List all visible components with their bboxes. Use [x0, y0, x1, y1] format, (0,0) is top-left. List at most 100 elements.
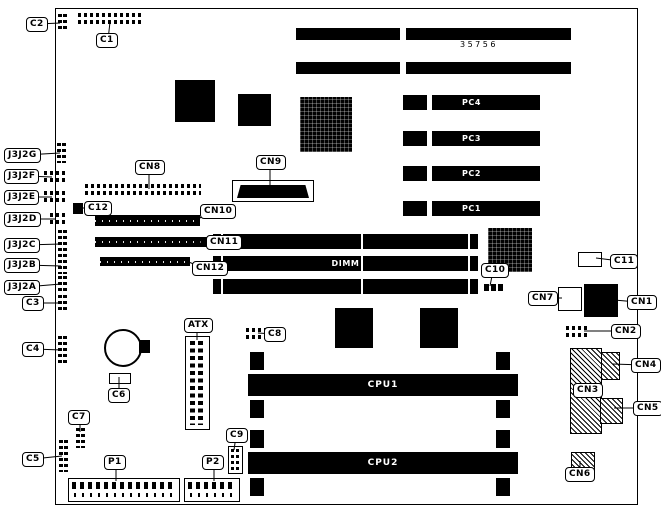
callout-j3j2e: J3J2E [4, 190, 40, 205]
callout-cn5: CN5 [633, 401, 661, 416]
dimm-divider [361, 256, 363, 271]
cn9-connector-body [237, 185, 309, 198]
c11-component [578, 252, 602, 267]
c2-component [58, 14, 67, 32]
c4-component [58, 336, 68, 366]
slot-label-cpu2: CPU2 [367, 457, 399, 468]
cn10-connector [95, 215, 200, 226]
callout-j3j2a: J3J2A [4, 280, 41, 295]
callout-cn2: CN2 [611, 324, 641, 339]
dimm-divider [468, 279, 470, 294]
c9-component [228, 446, 243, 474]
cn2-connector [566, 326, 590, 337]
callout-c1: C1 [96, 33, 118, 48]
slot-label-dimm: DIMM [331, 258, 360, 268]
isa-slot-top-left [296, 28, 400, 40]
slot-key-notch [427, 201, 432, 216]
dimm-divider [221, 279, 223, 294]
callout-c6: C6 [108, 388, 130, 403]
callout-cn8: CN8 [135, 160, 165, 175]
cpu2-bracket [250, 430, 264, 448]
slot-key-notch [427, 166, 432, 181]
callout-c2: C2 [26, 17, 48, 32]
capacitor [491, 284, 496, 291]
callout-cn4: CN4 [631, 358, 661, 373]
slot-label-pc4: PC4 [461, 97, 482, 107]
isa-slot-top-right [406, 28, 571, 40]
pci-slot-pc4: PC4 [403, 95, 540, 110]
callout-cn1: CN1 [627, 295, 657, 310]
callout-p2: P2 [202, 455, 224, 470]
cn5-connector [600, 398, 623, 424]
callout-cn12: CN12 [192, 261, 229, 276]
chip-5 [335, 308, 373, 348]
callout-c5: C5 [22, 452, 44, 467]
cn7-connector [558, 287, 582, 311]
j3j2e-jumper [44, 191, 66, 203]
callout-c3: C3 [22, 296, 44, 311]
callout-cn10: CN10 [200, 204, 237, 219]
dimm-slot-3 [213, 279, 478, 294]
atx-power-connector [185, 336, 210, 430]
cpu1-bracket [250, 400, 264, 418]
callout-c10: C10 [481, 263, 510, 278]
callout-j3j2g: J3J2G [4, 148, 41, 163]
cn1-connector [584, 284, 618, 317]
cpu2-slot: CPU2 [248, 452, 518, 474]
battery-tab [139, 340, 150, 353]
j3j2g-jumper [57, 143, 66, 163]
cn9-connector [232, 180, 314, 202]
dimm-slot-1 [213, 234, 478, 249]
battery [104, 329, 142, 367]
c7-component [76, 428, 85, 448]
callout-j3j2c: J3J2C [4, 238, 40, 253]
chip-6 [420, 308, 458, 348]
callout-cn7: CN7 [528, 291, 558, 306]
cn12-connector [100, 257, 190, 266]
cpu1-slot: CPU1 [248, 374, 518, 396]
dimm-slot-2: DIMM [213, 256, 478, 271]
cn4-connector [601, 352, 620, 380]
callout-cn9: CN9 [256, 155, 286, 170]
cpu2-bracket [496, 430, 510, 448]
c12-component [73, 203, 83, 214]
isa-slot-bottom-right [406, 62, 571, 74]
slot-key-notch [427, 131, 432, 146]
slot-label-pc1: PC1 [461, 203, 482, 213]
slot-label-cpu1: CPU1 [367, 379, 399, 390]
callout-cn3: CN3 [573, 383, 603, 398]
callout-p1: P1 [104, 455, 126, 470]
c3-component [58, 295, 67, 311]
p1-power-connector [68, 478, 180, 502]
dimm-divider [468, 256, 470, 271]
j3j2a-jumper [58, 276, 67, 292]
callout-c4: C4 [22, 342, 44, 357]
chip-2 [238, 94, 271, 126]
capacitor [484, 284, 489, 291]
j3j2b-jumper [58, 260, 67, 274]
c5-component [59, 440, 69, 472]
c1-header-connector [78, 13, 142, 25]
slot-label-pc2: PC2 [461, 168, 482, 178]
j3j2f-jumper [44, 171, 66, 183]
pci-slot-pc1: PC1 [403, 201, 540, 216]
c8-component [246, 328, 266, 340]
dimm-divider [361, 279, 363, 294]
isa-slot-bottom-left [296, 62, 400, 74]
callout-j3j2f: J3J2F [4, 169, 40, 184]
capacitor [498, 284, 503, 291]
j3j2c-jumper [58, 230, 67, 258]
callout-j3j2b: J3J2B [4, 258, 41, 273]
c6-component [109, 373, 131, 384]
callout-c8: C8 [264, 327, 286, 342]
callout-atx: ATX [184, 318, 213, 333]
pci-slot-pc2: PC2 [403, 166, 540, 181]
chip-1 [175, 80, 215, 122]
board-number: 35756 [460, 40, 498, 49]
cpu1-bracket [250, 352, 264, 370]
cpu2-bracket [496, 478, 510, 496]
p2-power-connector [184, 478, 240, 502]
callout-j3j2d: J3J2D [4, 212, 41, 227]
cn8-connector [85, 184, 201, 196]
